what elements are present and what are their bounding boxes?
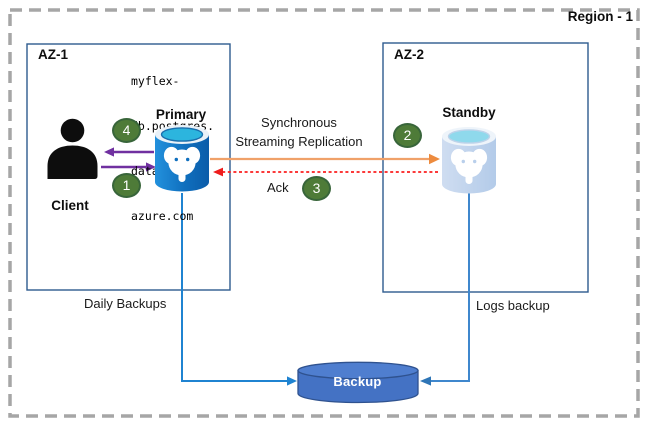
postgres-primary-icon bbox=[155, 125, 209, 192]
standby-label: Standby bbox=[442, 105, 496, 120]
ack-arrow bbox=[213, 167, 438, 177]
postgres-elephant-glyph bbox=[450, 148, 488, 184]
replication-label: Synchronous Streaming Replication bbox=[235, 115, 363, 149]
client-icon bbox=[47, 118, 98, 179]
logs-backup-connector bbox=[420, 193, 470, 386]
client-to-primary-arrow bbox=[101, 162, 156, 172]
az1-label: AZ-1 bbox=[38, 47, 68, 62]
client-label: Client bbox=[51, 198, 89, 213]
hostname-line: myflex- bbox=[131, 74, 180, 88]
az1-box bbox=[26, 43, 231, 291]
primary-label: Primary bbox=[155, 107, 207, 122]
postgres-standby-icon bbox=[442, 127, 496, 194]
replication-arrow bbox=[210, 153, 440, 165]
hostname-line: azure.com bbox=[131, 209, 194, 223]
primary-to-client-arrow bbox=[104, 147, 154, 157]
backup-database-icon bbox=[297, 361, 419, 404]
postgres-elephant-glyph bbox=[163, 146, 201, 182]
logs-backup-label: Logs backup bbox=[476, 298, 550, 313]
region-border bbox=[8, 8, 640, 418]
step-badge-4: 4 bbox=[112, 118, 141, 143]
daily-backups-label: Daily Backups bbox=[84, 296, 167, 311]
step-badge-3: 3 bbox=[302, 176, 331, 201]
step-badge-1: 1 bbox=[112, 173, 141, 198]
region-label: Region - 1 bbox=[567, 9, 633, 24]
step-badge-2: 2 bbox=[393, 123, 422, 148]
ack-label: Ack bbox=[267, 180, 289, 195]
daily-backup-connector bbox=[181, 193, 297, 386]
backup-label: Backup bbox=[333, 374, 382, 389]
az2-label: AZ-2 bbox=[394, 47, 424, 62]
az2-box bbox=[382, 42, 589, 293]
